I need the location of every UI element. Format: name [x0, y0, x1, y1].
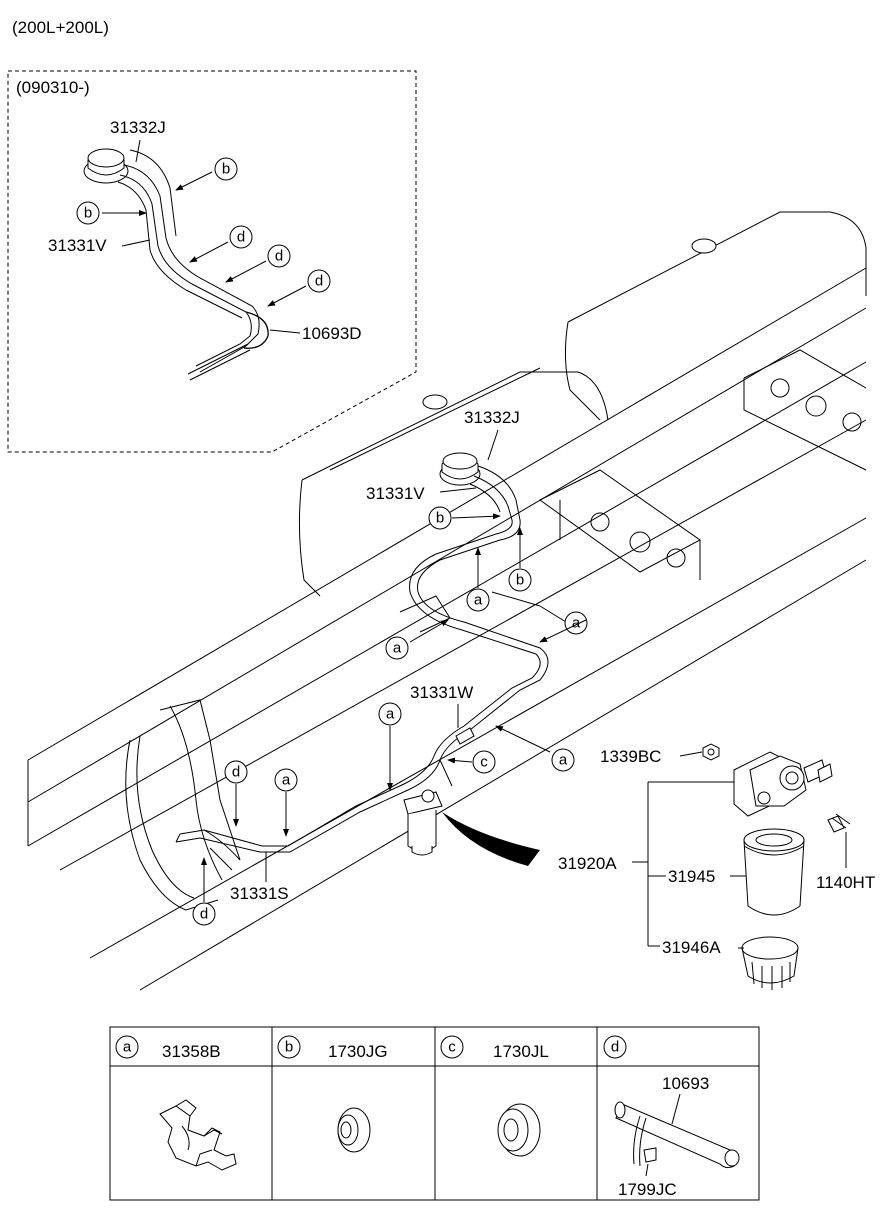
grommet-drawing-c [497, 1103, 541, 1157]
inset-label-cap: 31332J [110, 118, 166, 137]
main-callout-a-4 [539, 619, 587, 643]
svg-text:b: b [285, 1039, 293, 1056]
main-callout-c: c [447, 750, 496, 774]
inset-label-hose: 31331V [48, 236, 107, 255]
main-callout-a-2: a [491, 591, 588, 635]
label-bolt: 1140HT [816, 873, 875, 892]
svg-text:c: c [480, 754, 488, 771]
main-callout-d-2: d [192, 857, 216, 926]
inset-date-range: (090310-) [16, 78, 90, 97]
inset-callout-d-3: d [267, 269, 331, 307]
main-label-hose-w: 31331W [410, 683, 473, 702]
legend-cell-d: d 10693 1799JC [603, 1035, 740, 1199]
tube-drawing-d [614, 1093, 740, 1177]
filter-assembly-drawing [702, 743, 851, 990]
inset-cap-drawing [83, 148, 129, 184]
svg-text:d: d [200, 906, 208, 923]
main-callout-a-3: a [385, 619, 449, 660]
legend-part-d-tie: 1799JC [618, 1180, 677, 1199]
inset-border [7, 70, 417, 453]
main-callout-a-1: a [466, 547, 490, 612]
detail-pointer [442, 812, 540, 866]
main-hose-drawing [175, 465, 549, 871]
grommet-drawing-b [337, 1107, 371, 1153]
inset-hose-drawing [117, 149, 269, 381]
inset-label-clamp: 10693D [302, 324, 362, 343]
svg-text:d: d [611, 1039, 619, 1056]
svg-text:a: a [572, 615, 581, 632]
main-label-hose-v: 31331V [366, 484, 425, 503]
svg-text:a: a [123, 1039, 132, 1056]
svg-text:b: b [436, 510, 444, 527]
main-callout-b-1: b [428, 506, 501, 530]
label-filter-assy: 31920A [558, 854, 617, 873]
svg-text:d: d [237, 229, 245, 246]
inset-callout-d-2: d [225, 244, 291, 283]
svg-text:b: b [84, 205, 92, 222]
label-nut: 1339BC [600, 747, 661, 766]
main-callout-b-2: b [508, 527, 532, 592]
inset-callout-b-2: b [76, 201, 147, 225]
legend-cell-a: a 31358B [115, 1035, 237, 1171]
main-callout-a-7: a [274, 768, 298, 837]
svg-text:c: c [448, 1039, 456, 1056]
main-callout-a-5: a [378, 702, 402, 791]
main-callout-a-6: a [495, 725, 575, 772]
svg-text:d: d [275, 248, 283, 265]
label-bowl: 31946A [662, 938, 721, 957]
svg-text:a: a [386, 706, 395, 723]
legend-table: a 31358B b 1730JG c 1730JL [109, 1026, 760, 1201]
main-cap-drawing [439, 452, 481, 486]
inset-callout-d-1: d [189, 225, 253, 263]
main-label-hose-s: 31331S [230, 884, 289, 903]
variant-title: (200L+200L) [12, 18, 109, 37]
svg-text:b: b [222, 161, 230, 178]
main-label-cap: 31332J [464, 408, 520, 427]
inset-callout-b-1: b [175, 157, 238, 191]
svg-text:a: a [282, 772, 291, 789]
clip-drawing-a [159, 1099, 237, 1171]
svg-text:b: b [516, 572, 524, 589]
svg-text:d: d [315, 273, 323, 290]
inset-detail: (090310-) 31332J 31331V 10693D b [7, 70, 417, 453]
legend-part-d-tube: 10693 [662, 1074, 709, 1093]
legend-part-a: 31358B [162, 1042, 221, 1061]
svg-text:a: a [559, 752, 568, 769]
legend-cell-c: c 1730JL [440, 1035, 549, 1157]
svg-text:d: d [232, 764, 240, 781]
label-filter: 31945 [668, 867, 715, 886]
frame-and-tank-drawing [27, 211, 867, 991]
inline-filter-drawing [403, 789, 443, 856]
legend-part-b: 1730JG [328, 1042, 388, 1061]
svg-text:a: a [393, 640, 402, 657]
legend-cell-b: b 1730JG [277, 1035, 388, 1153]
main-callout-d-1: d [224, 760, 248, 827]
svg-text:a: a [474, 592, 483, 609]
legend-part-c: 1730JL [493, 1042, 549, 1061]
